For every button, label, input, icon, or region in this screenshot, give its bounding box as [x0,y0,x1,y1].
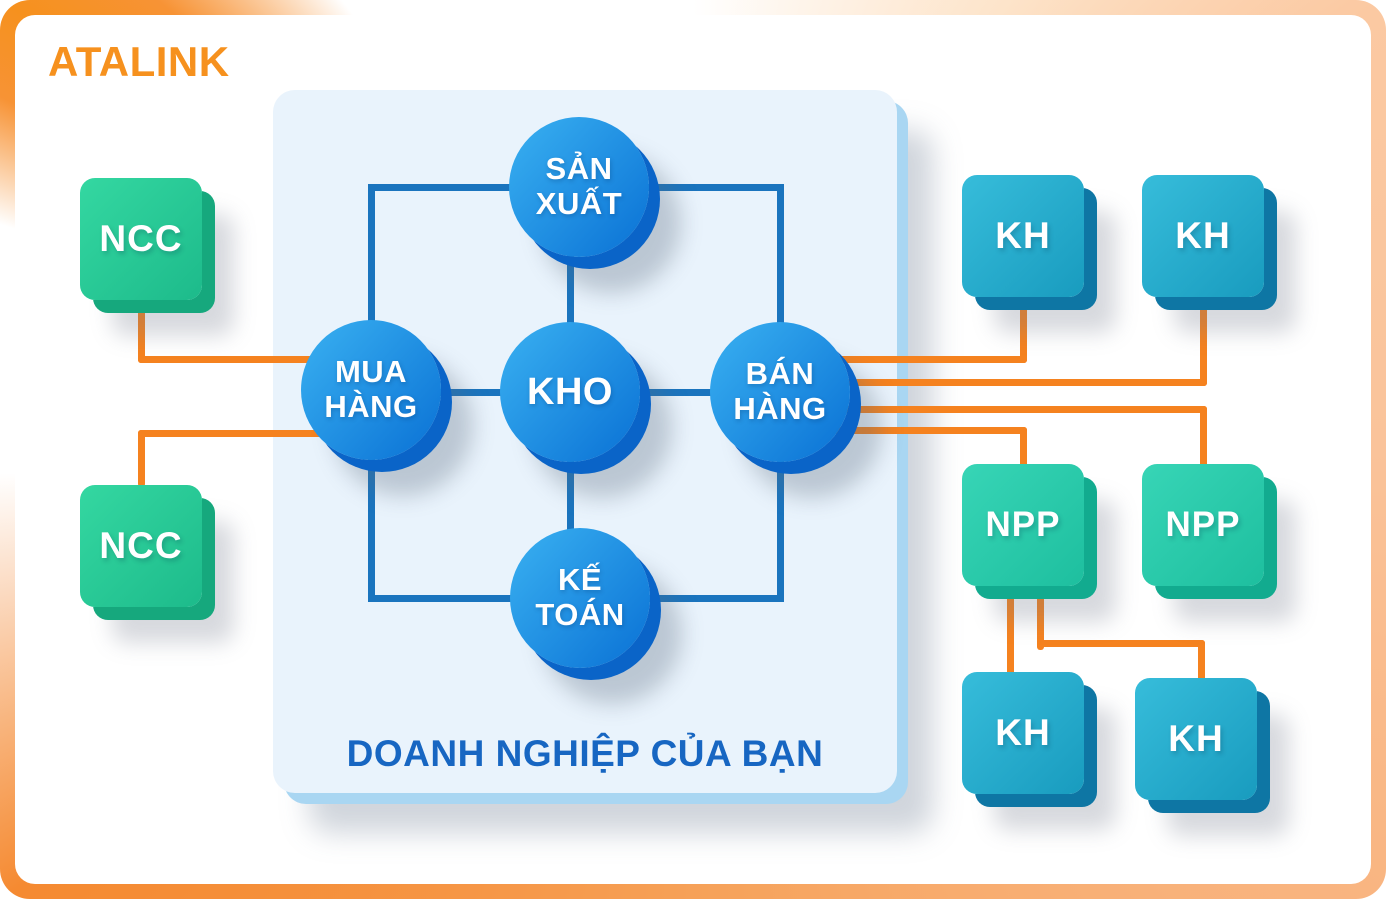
customer-block-label: KH [1175,215,1231,256]
customer-block-kh-1: KH [962,175,1084,297]
supplier-block-label: NCC [99,525,183,566]
enterprise-panel-label: DOANH NGHIỆP CỦA BẠN [346,733,824,774]
distributor2-connector-line [810,406,1207,413]
supplier2-connector-line [138,430,145,487]
distributor-block-label: NPP [1165,505,1241,544]
customer-block-kh-4: KH [1135,678,1257,800]
dept-node-ke-toan: KẾ TOÁN [510,528,650,668]
dept-node-label-line: MUA [334,354,408,390]
distributor-block-label: NPP [985,505,1061,544]
dept-node-label-line: XUẤT [535,186,623,221]
supplier1-connector-line [138,297,145,363]
brand-logo: ATALINK [48,38,230,85]
customer-block-label: KH [995,215,1051,256]
dept-node-label-line: BÁN [745,356,815,392]
supplier-block-ncc-1: NCC [80,178,202,300]
supplier-block-ncc-2: NCC [80,485,202,607]
customer2-connector-line [1200,305,1207,386]
distributor1-customer4-connector-line [1037,580,1044,650]
dept-node-label-line: KẾ [557,562,603,598]
dept-node-label-line: TOÁN [535,597,625,632]
distributor-block-npp-1: NPP [962,464,1084,586]
dept-node-mua-hang: MUA HÀNG [301,320,441,460]
distributor1-customer3-connector-line [1007,580,1014,676]
customer1-connector-line [1020,301,1027,363]
customer-block-label: KH [1168,718,1224,759]
distributor1-customer4-connector-line [1198,640,1205,683]
supplier1-connector-line [138,356,343,363]
dept-node-label-line: KHO [527,370,613,413]
dept-node-label-line: HÀNG [733,391,827,426]
customer-block-kh-3: KH [962,672,1084,794]
supplier-block-label: NCC [99,218,183,259]
distributor1-connector-line [810,427,1027,434]
dept-node-kho: KHO [500,322,640,462]
customer-block-kh-2: KH [1142,175,1264,297]
customer-block-label: KH [995,712,1051,753]
dept-node-label-line: HÀNG [324,389,418,424]
distributor1-customer4-connector-line [1037,640,1205,647]
dept-node-san-xuat: SẢN XUẤT [509,117,649,257]
distributor-block-npp-2: NPP [1142,464,1264,586]
dept-node-label-line: SẢN [545,151,613,187]
customer1-connector-line [810,356,1027,363]
customer2-connector-line [810,379,1207,386]
distributor1-connector-line [1020,427,1027,468]
supplier2-connector-line [138,430,343,437]
dept-node-ban-hang: BÁN HÀNG [710,322,850,462]
distributor2-connector-line [1200,406,1207,468]
